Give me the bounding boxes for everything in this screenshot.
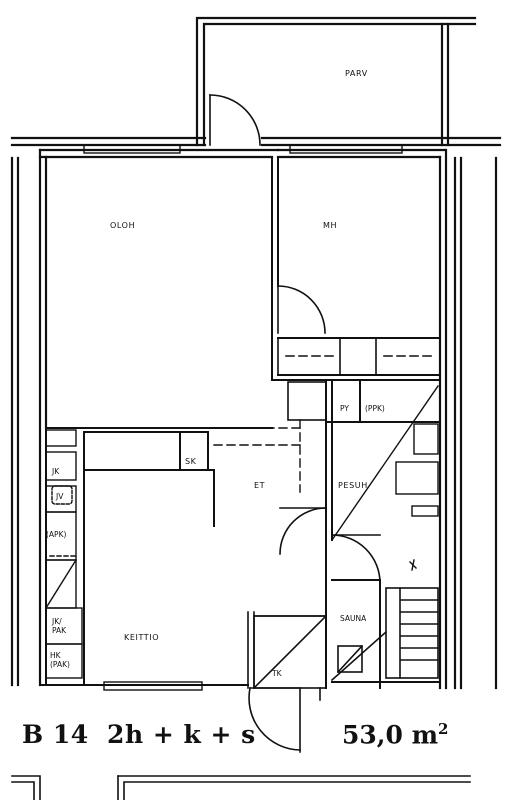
label-tk: TK bbox=[271, 669, 283, 678]
top-windows bbox=[83, 144, 403, 154]
interior-walls bbox=[45, 156, 441, 429]
label-py: PY bbox=[340, 404, 349, 413]
area-exponent: 2 bbox=[438, 720, 449, 738]
apartment-type: 2h + k + s bbox=[107, 720, 256, 749]
sauna-benches bbox=[330, 587, 439, 682]
label-jv: JV bbox=[55, 492, 64, 501]
bathroom-walls bbox=[325, 379, 441, 689]
bathroom-fixtures bbox=[331, 385, 439, 571]
hallway-boxes bbox=[287, 381, 327, 421]
label-jk-top: JK bbox=[51, 467, 60, 476]
closet-tk bbox=[247, 611, 328, 690]
label-keittio: KEITTIO bbox=[124, 633, 159, 642]
kitchen-window bbox=[103, 681, 203, 691]
apartment-number: B 14 bbox=[22, 720, 89, 749]
sauna-door bbox=[331, 534, 381, 584]
bedroom-wardrobes bbox=[277, 337, 441, 376]
kitchen-cabinets bbox=[45, 429, 83, 679]
label-jk-pak: JK/PAK bbox=[51, 617, 67, 635]
area-value: 53,0 m bbox=[342, 720, 439, 750]
exterior-top-wall bbox=[10, 136, 502, 159]
bottom-lines bbox=[11, 775, 471, 800]
balcony-door bbox=[209, 94, 261, 146]
label-sk: SK bbox=[185, 457, 197, 466]
label-parv: PARV bbox=[345, 69, 368, 78]
pesuh-door bbox=[279, 507, 327, 555]
area-caption: 53,0 m2 bbox=[342, 720, 448, 749]
exterior-left-wall bbox=[10, 148, 48, 687]
label-ppk: (PPK) bbox=[365, 404, 385, 413]
entrance-door bbox=[248, 687, 321, 753]
label-sauna: SAUNA bbox=[340, 614, 367, 623]
hallway-dashed bbox=[213, 419, 327, 509]
apartment-caption: B 14 2h + k + s bbox=[22, 720, 256, 749]
exterior-right-wall bbox=[438, 148, 498, 690]
label-pesuh: PESUH bbox=[338, 481, 368, 490]
label-mh: MH bbox=[323, 221, 337, 230]
balcony-outline bbox=[195, 16, 477, 147]
label-apk: (APK) bbox=[46, 530, 66, 539]
label-et: ET bbox=[254, 481, 265, 490]
bedroom-door bbox=[277, 285, 326, 334]
label-oloh: OLOH bbox=[110, 221, 135, 230]
label-hk-pak: HK(PAK) bbox=[50, 651, 70, 669]
